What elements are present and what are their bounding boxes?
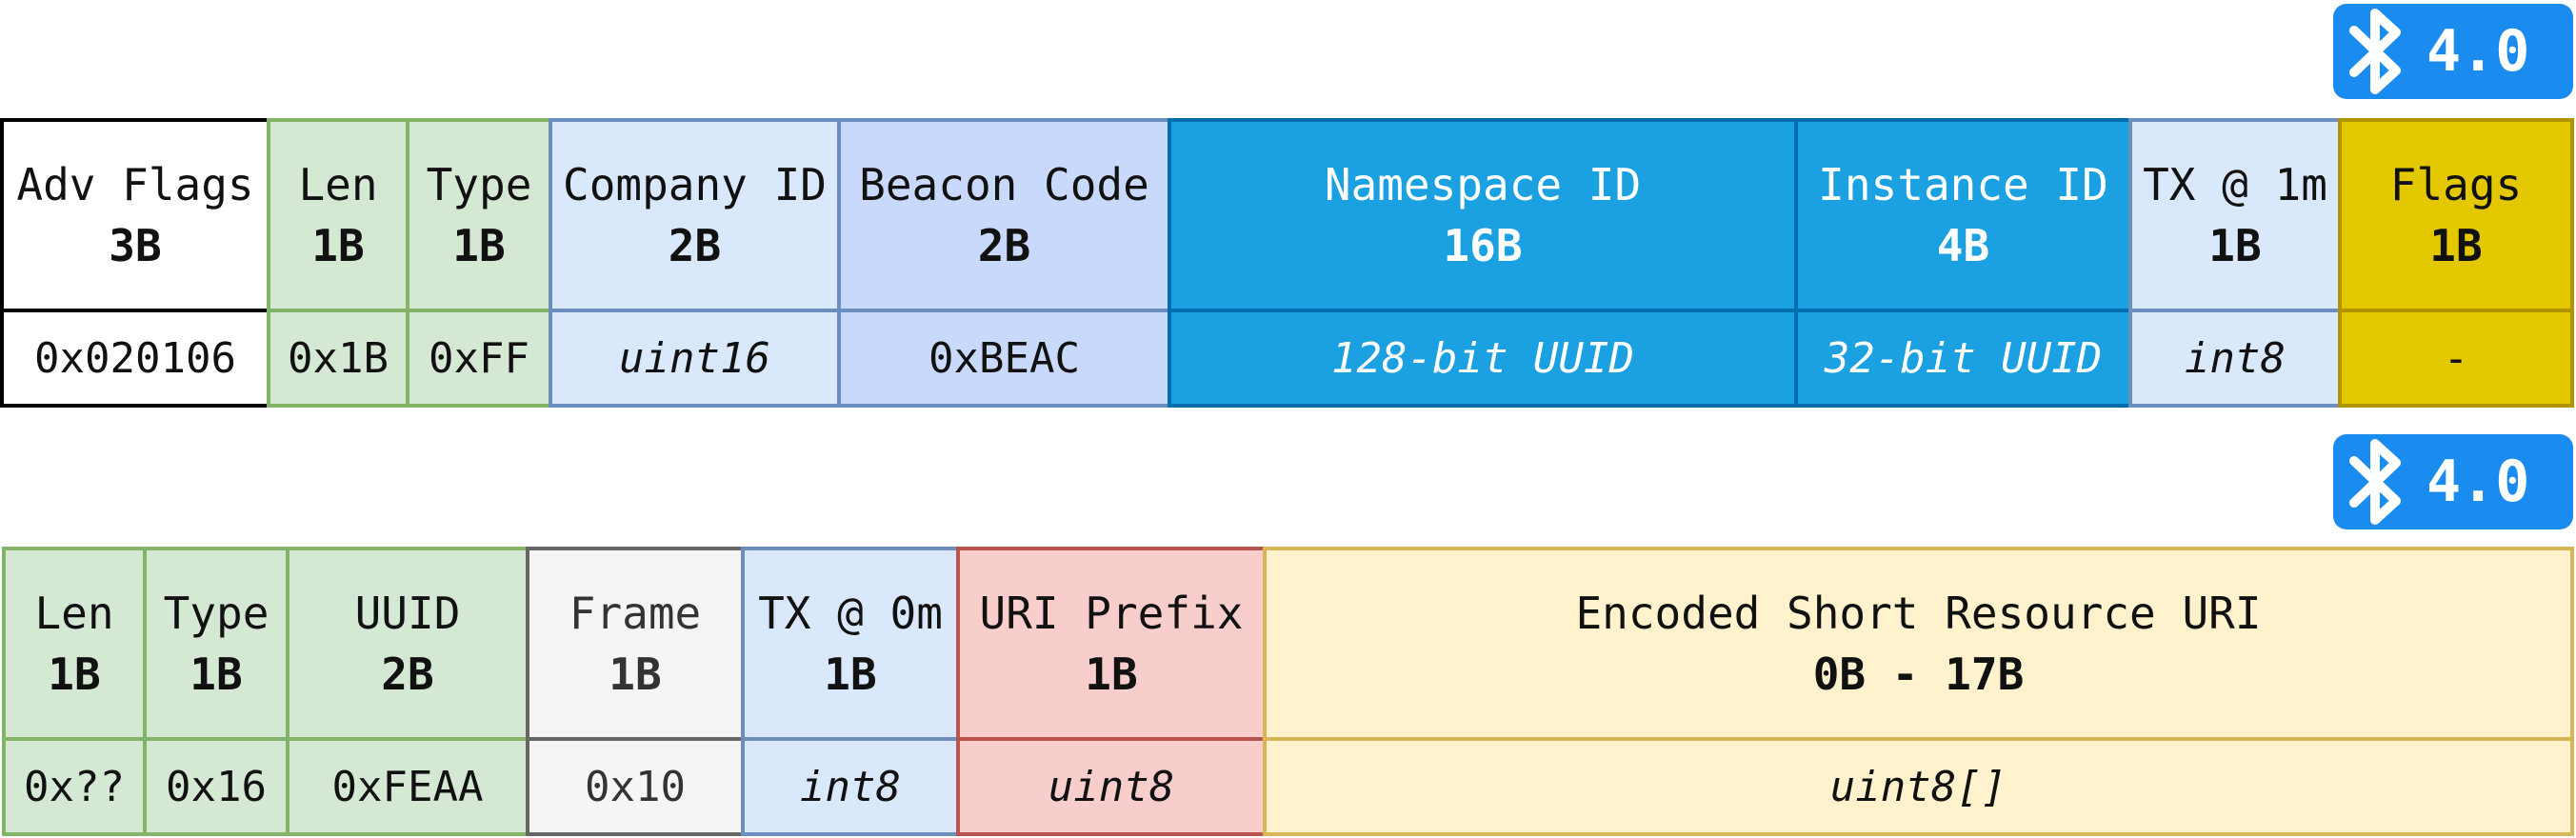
field-instance-id-value: 32-bit UUID	[1794, 309, 2132, 408]
field-uri-prefix-header: URI Prefix 1B	[956, 547, 1267, 741]
bluetooth-4-badge: 4.0	[2333, 4, 2573, 99]
field-name: Flags	[2389, 159, 2523, 210]
field-len-header: Len 1B	[267, 118, 409, 312]
field-name: Company ID	[563, 159, 827, 210]
field-name: Adv Flags	[16, 159, 254, 210]
field-size: 1B	[1085, 648, 1138, 700]
field-name: TX @ 1m	[2143, 159, 2327, 210]
frame-table-2: Len 1B 0x?? Type 1B 0x16 UUID 2B 0xFEAA …	[0, 547, 2576, 836]
field-size: 4B	[1936, 220, 1990, 271]
field-tx-power-header: TX @ 1m 1B	[2128, 118, 2342, 312]
field-size: 2B	[977, 220, 1031, 271]
field-value: 0x10	[585, 762, 686, 811]
field-size: 1B	[609, 648, 662, 700]
field-size: 1B	[2208, 220, 2262, 271]
field-company-id-header: Company ID 2B	[549, 118, 841, 312]
field-value: uint16	[619, 333, 770, 383]
field-company-id-value: uint16	[549, 309, 841, 408]
field-size: 1B	[48, 648, 101, 700]
field-encoded-uri-value: uint8[]	[1263, 737, 2574, 836]
field-value: 0xFF	[429, 333, 529, 383]
field-value: 0x??	[24, 762, 125, 811]
field-name: URI Prefix	[979, 588, 1244, 639]
field-size: 2B	[668, 220, 722, 271]
field-name: Frame	[569, 588, 702, 639]
field-name: Type	[163, 588, 270, 639]
field-uuid-value: 0xFEAA	[286, 737, 529, 836]
field-value: 0xFEAA	[331, 762, 484, 811]
bluetooth-version: 4.0	[2426, 449, 2530, 515]
field-adv-flags-value: 0x020106	[0, 309, 270, 408]
field-uri-prefix-value: uint8	[956, 737, 1267, 836]
field-flags-value: -	[2338, 309, 2574, 408]
field-size: 0B - 17B	[1812, 648, 2025, 700]
field-value: 0x1B	[288, 333, 389, 383]
field-instance-id-header: Instance ID 4B	[1794, 118, 2132, 312]
field-len-value: 0x??	[2, 737, 147, 836]
field-size: 3B	[109, 220, 162, 271]
field-size: 1B	[824, 648, 877, 700]
field-namespace-id-value: 128-bit UUID	[1168, 309, 1798, 408]
bluetooth-icon	[2349, 9, 2401, 94]
field-value: 0x020106	[34, 333, 236, 383]
field-value: 0x16	[166, 762, 267, 811]
field-encoded-uri-header: Encoded Short Resource URI 0B - 17B	[1263, 547, 2574, 741]
field-name: Len	[34, 588, 114, 639]
field-name: Len	[298, 159, 378, 210]
field-name: Beacon Code	[859, 159, 1149, 210]
field-tx-power-header: TX @ 0m 1B	[741, 547, 960, 741]
bluetooth-version: 4.0	[2426, 18, 2530, 85]
field-value: 128-bit UUID	[1331, 333, 1634, 383]
field-adv-flags-header: Adv Flags 3B	[0, 118, 270, 312]
field-name: Namespace ID	[1324, 159, 1642, 210]
field-value: 32-bit UUID	[1824, 333, 2103, 383]
field-name: TX @ 0m	[758, 588, 943, 639]
field-beacon-code-header: Beacon Code 2B	[837, 118, 1171, 312]
field-uuid-header: UUID 2B	[286, 547, 529, 741]
field-len-value: 0x1B	[267, 309, 409, 408]
field-name: UUID	[354, 588, 461, 639]
field-tx-power-value: int8	[2128, 309, 2342, 408]
field-size: 16B	[1443, 220, 1523, 271]
frame-table-1: Adv Flags 3B 0x020106 Len 1B 0x1B Type 1…	[0, 118, 2576, 408]
field-namespace-id-header: Namespace ID 16B	[1168, 118, 1798, 312]
field-len-header: Len 1B	[2, 547, 147, 741]
field-value: 0xBEAC	[929, 333, 1080, 383]
bluetooth-4-badge-2: 4.0	[2333, 434, 2573, 529]
field-type-value: 0xFF	[406, 309, 552, 408]
field-type-header: Type 1B	[143, 547, 290, 741]
field-size: 1B	[2429, 220, 2483, 271]
field-tx-power-value: int8	[741, 737, 960, 836]
field-name: Encoded Short Resource URI	[1575, 588, 2262, 639]
field-value: uint8	[1048, 762, 1175, 811]
field-type-header: Type 1B	[406, 118, 552, 312]
field-beacon-code-value: 0xBEAC	[837, 309, 1171, 408]
field-size: 1B	[311, 220, 365, 271]
field-value: int8	[800, 762, 901, 811]
field-name: Type	[426, 159, 532, 210]
field-frame-value: 0x10	[526, 737, 745, 836]
field-name: Instance ID	[1818, 159, 2108, 210]
field-size: 2B	[381, 648, 434, 700]
field-size: 1B	[452, 220, 506, 271]
field-value: -	[2443, 333, 2469, 383]
field-size: 1B	[190, 648, 243, 700]
field-type-value: 0x16	[143, 737, 290, 836]
field-flags-header: Flags 1B	[2338, 118, 2574, 312]
field-frame-header: Frame 1B	[526, 547, 745, 741]
bluetooth-icon	[2349, 439, 2401, 525]
field-value: uint8[]	[1829, 762, 2007, 811]
field-value: int8	[2185, 333, 2286, 383]
